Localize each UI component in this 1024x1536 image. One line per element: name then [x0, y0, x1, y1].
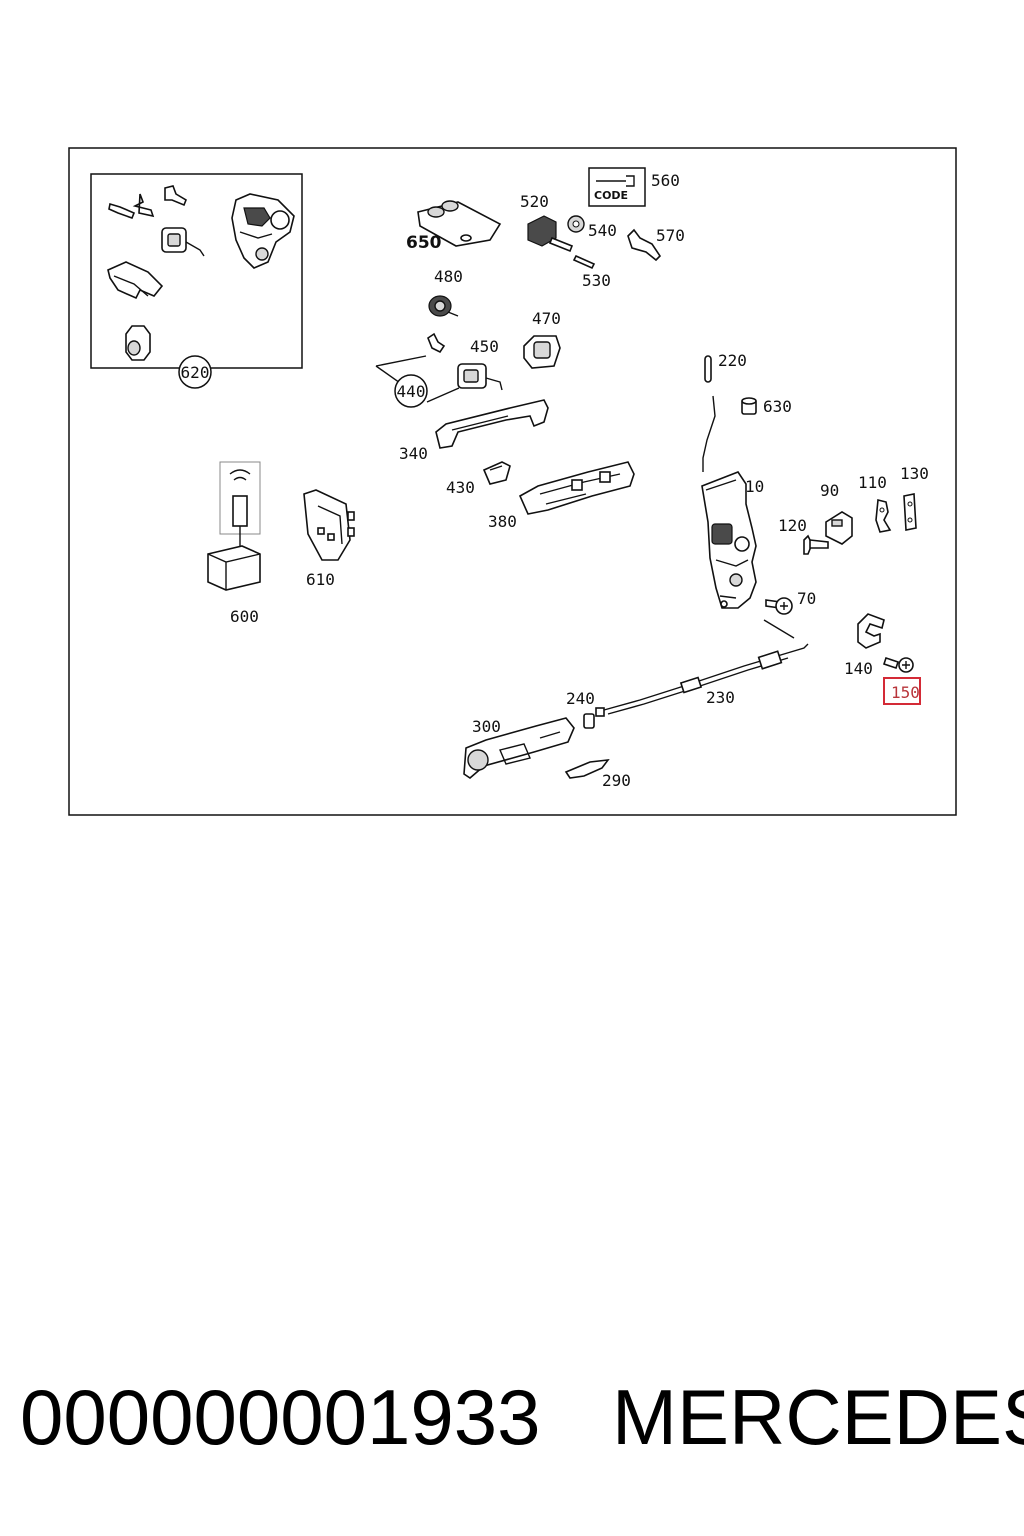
label-470: 470 [532, 309, 561, 328]
part-610-module: 610 [303, 489, 355, 589]
part-600-control-unit: 600 [207, 461, 261, 626]
label-150: 150 [891, 683, 920, 702]
diagram-frame [68, 147, 957, 816]
lock-cylinder-icon [161, 227, 205, 257]
part-220-rod: 220 [702, 351, 747, 472]
highlight-box-150 [883, 677, 921, 705]
part-480: 480 [428, 267, 463, 317]
label-340: 340 [399, 444, 428, 463]
label-300: 300 [472, 717, 501, 736]
callout-440 [394, 374, 428, 408]
label-130: 130 [900, 464, 929, 483]
part-240-clip: 240 [566, 689, 605, 729]
label-230: 230 [706, 688, 735, 707]
part-570-key-blade: 570 [627, 226, 685, 262]
label-540: 540 [588, 221, 617, 240]
label-650: 650 [406, 233, 442, 253]
latch-assembly-icon [231, 193, 295, 269]
brand-caption: MERCEDES [612, 1373, 1024, 1461]
label-240: 240 [566, 689, 595, 708]
caption: 000000001933 MERCEDES [0, 1372, 1024, 1472]
part-560-code-card: CODE 560 [588, 167, 680, 207]
code-card-text: CODE [594, 189, 628, 202]
part-number-caption: 000000001933 [20, 1373, 541, 1461]
label-70: 70 [797, 589, 816, 608]
label-620: 620 [181, 363, 210, 382]
part-290-trim: 290 [564, 759, 631, 790]
label-630: 630 [763, 397, 792, 416]
label-430: 430 [446, 478, 475, 497]
label-440: 440 [397, 382, 426, 401]
part-110-plate: 110 [858, 473, 892, 533]
inset-box-620: 620 [90, 173, 303, 389]
part-540-washer: 540 [567, 215, 617, 240]
label-560: 560 [651, 171, 680, 190]
part-650: 650 [406, 200, 502, 253]
part-380-handle-carrier: 380 [488, 461, 635, 531]
handle-cover-icon [107, 261, 164, 300]
label-450: 450 [470, 337, 499, 356]
part-520-key: 520 [520, 192, 574, 253]
label-480: 480 [434, 267, 463, 286]
part-10-door-lock: 10 [701, 471, 764, 609]
label-110: 110 [858, 473, 887, 492]
part-630: 630 [741, 397, 792, 416]
label-380: 380 [488, 512, 517, 531]
bushing-icon [125, 325, 151, 361]
part-130-plate: 130 [900, 464, 929, 531]
part-150-screw: 150 [882, 656, 921, 705]
part-340-door-handle: 340 [399, 399, 549, 463]
part-440: 440 [375, 332, 460, 408]
label-530: 530 [582, 271, 611, 290]
small-key-icon [108, 185, 187, 220]
label-120: 120 [778, 516, 807, 535]
part-530-pin: 530 [572, 254, 611, 290]
part-70-screw: 70 [765, 589, 816, 615]
part-300-handle-housing: 300 [463, 717, 575, 780]
label-140: 140 [844, 659, 873, 678]
label-290: 290 [602, 771, 631, 790]
part-90-striker: 90 [820, 481, 853, 545]
label-90: 90 [820, 481, 839, 500]
label-220: 220 [718, 351, 747, 370]
label-600: 600 [230, 607, 259, 626]
part-430: 430 [446, 461, 511, 497]
label-610: 610 [306, 570, 335, 589]
part-470: 470 [523, 309, 561, 369]
callout-620 [178, 355, 212, 389]
part-230-cable: 230 [603, 619, 809, 715]
label-10: 10 [745, 477, 764, 496]
label-570: 570 [656, 226, 685, 245]
label-520: 520 [520, 192, 549, 211]
part-120-screw: 120 [778, 516, 829, 555]
part-140-bracket: 140 [844, 613, 885, 678]
part-450: 450 [457, 337, 503, 391]
parts-diagram: 620 650 CODE 560 520 540 530 570 [68, 147, 957, 816]
